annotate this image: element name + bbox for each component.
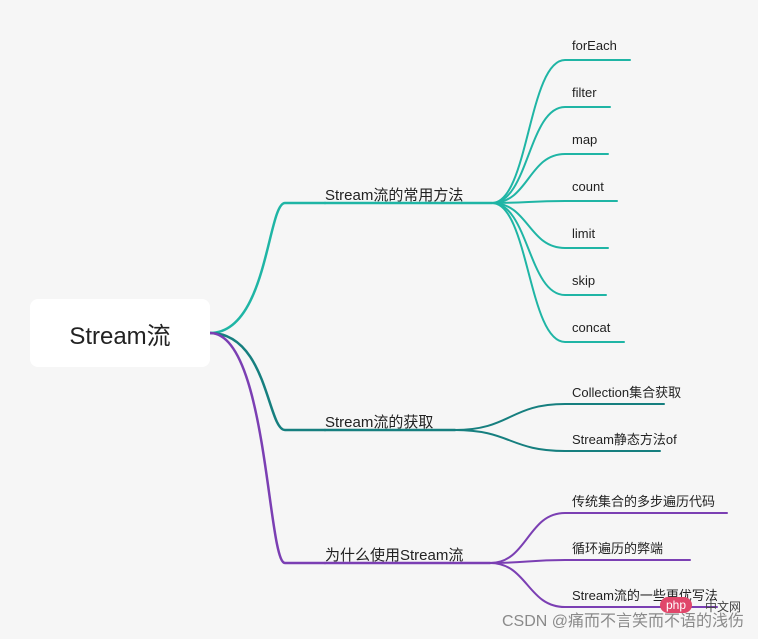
child-label-1-2: filter	[572, 85, 597, 100]
child-connector-1-7	[491, 202, 625, 343]
php-badge-text: php	[666, 598, 687, 612]
branch-connector-2	[208, 331, 327, 432]
branch-label-2: Stream流的获取	[325, 414, 434, 431]
child-connector-1-5	[491, 202, 609, 249]
child-connector-3-2	[489, 559, 691, 564]
branch-label-3: 为什么使用Stream流	[325, 547, 464, 564]
child-connector-1-1	[491, 59, 631, 204]
child-connector-1-2	[491, 106, 611, 204]
branch-connector-3	[208, 331, 327, 565]
child-label-2-2: Stream静态方法of	[572, 432, 677, 447]
root-node: Stream流	[30, 299, 210, 367]
root-label: Stream流	[69, 322, 171, 350]
child-connector-1-6	[491, 202, 607, 296]
child-label-3-2: 循环遍历的弊端	[572, 541, 664, 556]
child-label-3-3: Stream流的一些更优写法	[572, 588, 718, 603]
branch-connector-1	[208, 201, 327, 335]
connectors	[208, 59, 728, 608]
child-label-1-6: skip	[572, 273, 596, 288]
child-label-1-4: count	[572, 179, 604, 194]
child-label-1-7: concat	[572, 320, 611, 335]
child-connector-2-2	[454, 429, 661, 452]
php-badge-suffix: 中文网	[705, 600, 742, 614]
csdn-watermark: CSDN @痛而不言笑而不语的浅伤	[502, 607, 744, 631]
child-connector-3-3	[489, 562, 718, 608]
child-label-3-1: 传统集合的多步遍历代码	[572, 494, 716, 509]
watermark-text: CSDN @痛而不言笑而不语的浅伤	[501, 613, 744, 630]
child-connector-1-3	[491, 153, 609, 204]
child-connector-2-1	[454, 403, 665, 431]
php-badge: php	[660, 597, 693, 613]
child-label-1-1: forEach	[572, 38, 617, 53]
child-connector-1-4	[491, 200, 618, 204]
child-label-2-1: Collection集合获取	[572, 385, 682, 400]
child-label-1-5: limit	[572, 226, 596, 241]
child-connector-3-1	[489, 512, 728, 564]
child-label-1-3: map	[572, 132, 598, 147]
branch-label-1: Stream流的常用方法	[325, 187, 464, 204]
